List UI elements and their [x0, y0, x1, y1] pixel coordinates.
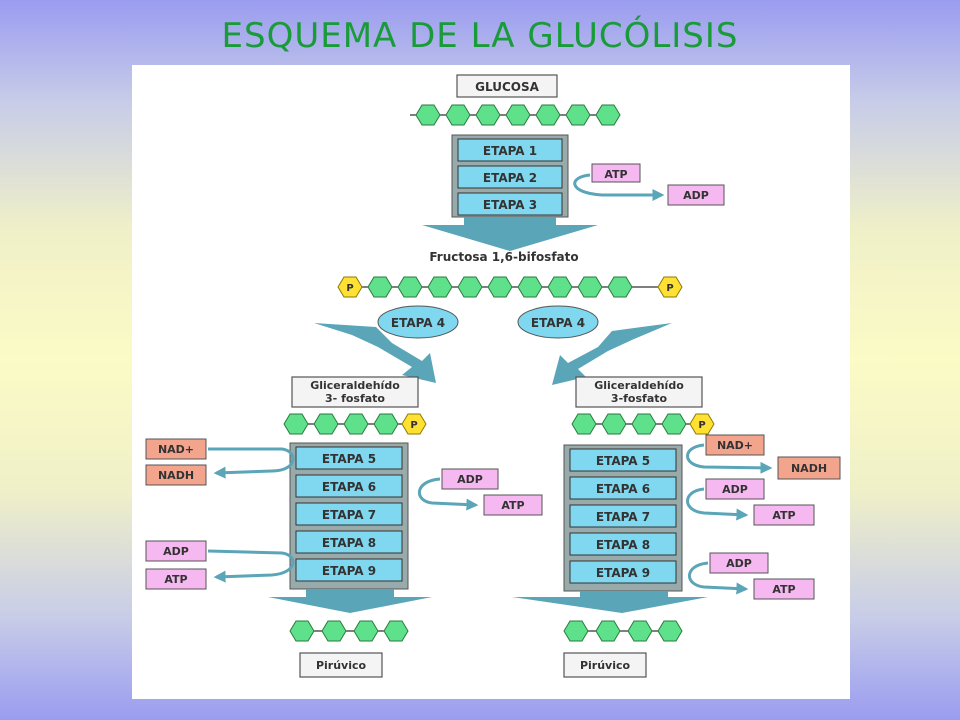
right-pyruvate-label: Pirúvico — [580, 659, 631, 672]
glucose-molecule — [410, 104, 621, 126]
right-stage-5-label: ETAPA 5 — [596, 454, 650, 468]
phosphate-icon — [401, 413, 427, 435]
right-stage-4-label: ETAPA 4 — [531, 316, 585, 330]
left-nadh-label: NADH — [158, 469, 194, 482]
hexagon-icon — [601, 413, 627, 435]
phosphate-icon — [689, 413, 715, 435]
svg-text:P: P — [666, 283, 673, 294]
hexagon-icon — [415, 104, 441, 126]
stage-3-label: ETAPA 3 — [483, 198, 537, 212]
left-stage-4-label: ETAPA 4 — [391, 316, 445, 330]
svg-text:P: P — [410, 420, 417, 431]
right-branch: Gliceraldehído 3-fosfato P ETAPA 5 ETAPA… — [512, 376, 841, 678]
hexagon-icon — [535, 104, 561, 126]
left-stage-8-label: ETAPA 8 — [322, 536, 376, 550]
hexagon-icon — [383, 620, 409, 642]
top-flow-arrow — [422, 217, 598, 251]
left-stage-5-label: ETAPA 5 — [322, 452, 376, 466]
left-atp1-label: ATP — [501, 499, 524, 512]
top-adp-label: ADP — [683, 189, 709, 202]
hexagon-icon — [487, 276, 513, 298]
top-stage-stack: ETAPA 1 ETAPA 2 ETAPA 3 — [451, 134, 569, 218]
hexagon-icon — [475, 104, 501, 126]
phosphate-icon — [657, 276, 683, 298]
glycolysis-diagram: GLUCOSA ETAPA 1 ETAPA 2 ETAPA 3 ATP ADP — [145, 74, 841, 678]
left-stage-4: ETAPA 4 — [377, 305, 459, 339]
hexagon-icon — [563, 620, 589, 642]
right-atp2-label: ATP — [772, 583, 795, 596]
top-atp-label: ATP — [604, 168, 627, 181]
hexagon-icon — [571, 413, 597, 435]
hexagon-icon — [577, 276, 603, 298]
left-g3p-label-line1: Gliceraldehído — [310, 379, 400, 392]
right-adp1-label: ADP — [722, 483, 748, 496]
left-adp1-label: ADP — [457, 473, 483, 486]
right-stage-7-label: ETAPA 7 — [596, 510, 650, 524]
right-nadh-label: NADH — [791, 462, 827, 475]
right-stage-4: ETAPA 4 — [517, 305, 599, 339]
right-split-arrow — [552, 323, 672, 385]
right-stage-8-label: ETAPA 8 — [596, 538, 650, 552]
left-flow-arrow — [268, 589, 432, 613]
svg-text:P: P — [346, 283, 353, 294]
fructose-bisphosphate-molecule: P P — [337, 276, 683, 298]
hexagon-icon — [373, 413, 399, 435]
glucose-label-box: GLUCOSA — [456, 74, 558, 98]
hexagon-icon — [565, 104, 591, 126]
hexagon-icon — [289, 620, 315, 642]
hexagon-icon — [547, 276, 573, 298]
right-g3p-label-line1: Gliceraldehído — [594, 379, 684, 392]
stage-2-label: ETAPA 2 — [483, 171, 537, 185]
hexagon-icon — [283, 413, 309, 435]
hexagon-icon — [397, 276, 423, 298]
hexagon-icon — [595, 620, 621, 642]
svg-text:P: P — [698, 420, 705, 431]
right-g3p-label-line2: 3-fosfato — [611, 392, 668, 405]
hexagon-icon — [343, 413, 369, 435]
glucose-label: GLUCOSA — [475, 80, 539, 94]
right-flow-arrow — [512, 591, 708, 613]
fructose-label: Fructosa 1,6-bifosfato — [429, 250, 578, 264]
hexagon-icon — [657, 620, 683, 642]
glycolysis-diagram-panel: GLUCOSA ETAPA 1 ETAPA 2 ETAPA 3 ATP ADP — [132, 65, 850, 699]
hexagon-icon — [627, 620, 653, 642]
left-stage-9-label: ETAPA 9 — [322, 564, 376, 578]
left-branch: Gliceraldehído 3- fosfato P ETAPA 5 ETAP… — [145, 376, 543, 678]
left-atp2-label: ATP — [164, 573, 187, 586]
right-adp2-label: ADP — [726, 557, 752, 570]
stage-1-label: ETAPA 1 — [483, 144, 537, 158]
slide-title: ESQUEMA DE LA GLUCÓLISIS — [221, 16, 739, 56]
hexagon-icon — [321, 620, 347, 642]
left-stage-6-label: ETAPA 6 — [322, 480, 376, 494]
phosphate-icon — [337, 276, 363, 298]
hexagon-icon — [457, 276, 483, 298]
hexagon-icon — [661, 413, 687, 435]
left-stage-7-label: ETAPA 7 — [322, 508, 376, 522]
right-nad-label: NAD+ — [717, 439, 753, 452]
hexagon-icon — [353, 620, 379, 642]
left-g3p-label-line2: 3- fosfato — [325, 392, 385, 405]
left-split-arrow — [314, 323, 436, 383]
left-adp2-label: ADP — [163, 545, 189, 558]
hexagon-icon — [595, 104, 621, 126]
hexagon-icon — [313, 413, 339, 435]
hexagon-icon — [427, 276, 453, 298]
right-stage-9-label: ETAPA 9 — [596, 566, 650, 580]
hexagon-icon — [607, 276, 633, 298]
right-atp1-label: ATP — [772, 509, 795, 522]
hexagon-icon — [631, 413, 657, 435]
left-nad-label: NAD+ — [158, 443, 194, 456]
left-pyruvate-label: Pirúvico — [316, 659, 367, 672]
right-stage-6-label: ETAPA 6 — [596, 482, 650, 496]
hexagon-icon — [505, 104, 531, 126]
hexagon-icon — [445, 104, 471, 126]
hexagon-icon — [367, 276, 393, 298]
hexagon-icon — [517, 276, 543, 298]
top-atp-adp: ATP ADP — [573, 163, 725, 206]
